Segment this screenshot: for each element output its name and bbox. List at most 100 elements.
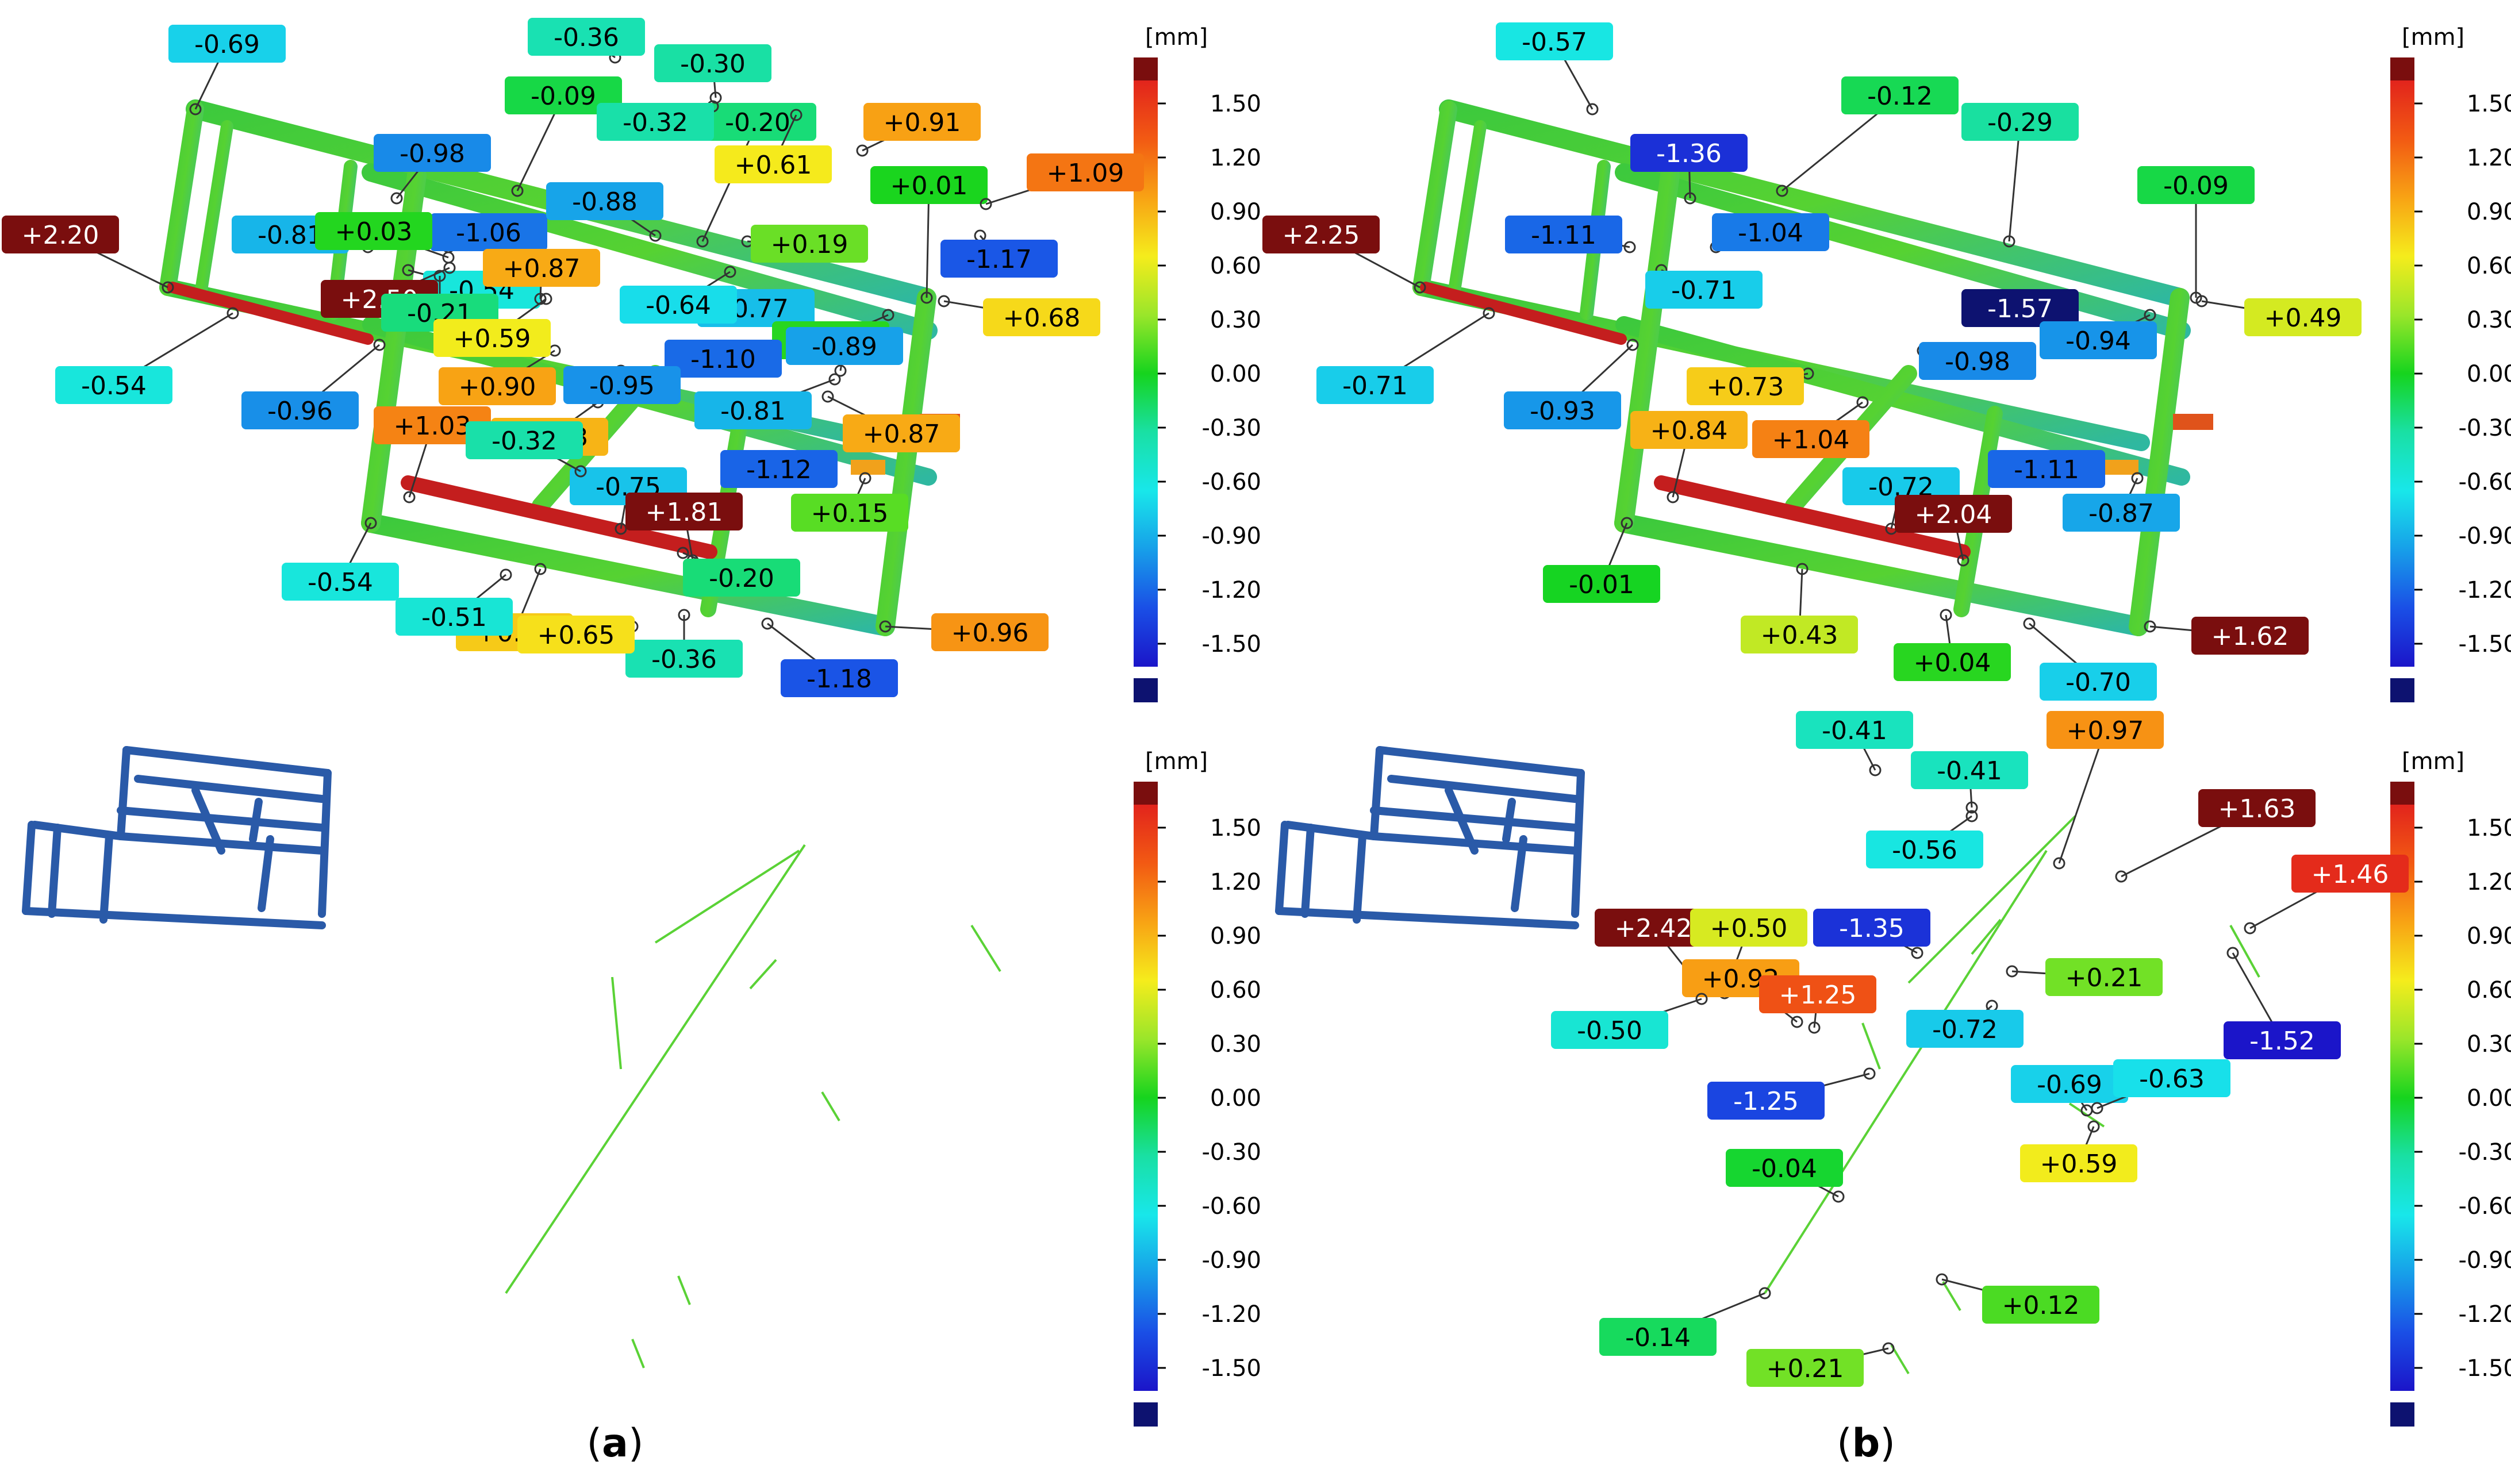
measure-point-marker	[1695, 993, 1708, 1005]
scale-tick-label: 0.30	[2467, 1031, 2511, 1058]
scale-unit-label: [mm]	[1145, 748, 1208, 775]
deviation-callout-value: -0.14	[1625, 1323, 1691, 1352]
deviation-callout-box	[1595, 909, 1712, 947]
deviation-callout-value: +0.50	[1710, 914, 1788, 943]
deviation-callout-box	[2291, 855, 2409, 893]
measure-point-marker	[403, 491, 416, 503]
deviation-callout-value: +0.97	[2067, 716, 2144, 745]
measure-point-marker	[2144, 309, 2156, 321]
deviation-callout-box	[1505, 216, 1622, 253]
caption-b-letter: b	[1852, 1421, 1880, 1466]
deviation-callout-box	[2040, 663, 2157, 701]
deviation-callout-box	[1919, 342, 2036, 380]
caption-b: (b)	[1837, 1421, 1895, 1466]
deviation-callout-box	[1543, 565, 1660, 603]
scale-overflow-high-swatch	[1134, 57, 1158, 82]
deviation-callout-value: -0.54	[81, 371, 147, 401]
frame-model-3d	[1412, 99, 2213, 636]
deviation-callout-value: +1.46	[2312, 860, 2389, 889]
deviation-callout-box	[1982, 1286, 2099, 1324]
deviation-callout-value: -0.96	[267, 397, 333, 426]
scale-tick-label: -0.30	[1202, 415, 1262, 441]
scale-tick-label: -0.60	[1202, 469, 1262, 495]
deviation-callout-box	[466, 421, 583, 459]
deviation-callout-box	[1599, 1318, 1717, 1356]
panel-b: [mm]1.501.200.900.600.300.00-0.30-0.60-0…	[1262, 22, 2511, 1427]
measure-point-marker	[1940, 609, 1952, 621]
deviation-callout-box	[720, 450, 838, 488]
deviation-callout-value: -1.11	[1531, 221, 1596, 250]
deviation-callout-box	[863, 103, 981, 141]
deviation-callout-box	[620, 286, 737, 324]
deviation-callout-box	[665, 340, 782, 378]
measure-point-marker	[1483, 307, 1495, 320]
scale-tick-label: -0.90	[1202, 1247, 1262, 1274]
section-cut-lines	[505, 844, 1001, 1368]
scale-tick-label: -0.30	[2459, 1139, 2511, 1166]
deviation-callout-value: -1.57	[1987, 294, 2053, 324]
deviation-callout-box	[1866, 831, 1983, 868]
deviation-callout-value: -0.72	[1932, 1015, 1998, 1044]
measure-point-marker	[1911, 947, 1923, 959]
deviation-callout-box	[2137, 166, 2255, 204]
deviation-callout-value: -0.95	[589, 371, 655, 401]
deviation-callout-value: -0.41	[1937, 756, 2002, 786]
measure-point-marker	[856, 144, 869, 157]
scale-tick-label: 0.00	[1210, 361, 1261, 387]
measure-point-marker	[189, 103, 202, 116]
callout-leader-line	[2058, 729, 2106, 864]
scale-tick-label: 0.30	[1210, 1031, 1261, 1058]
scale-tick-label: 1.50	[2467, 815, 2511, 841]
deviation-callout-box	[1645, 271, 1763, 309]
measure-point-marker	[534, 563, 547, 575]
deviation-callout-box	[1027, 153, 1144, 191]
deviation-callout-value: +1.62	[2211, 622, 2289, 651]
scale-tick-label: 0.30	[2467, 307, 2511, 333]
scale-tick-label: 0.60	[2467, 977, 2511, 1004]
deviation-callout-value: -1.04	[1738, 218, 1803, 248]
deviation-callout-box	[1316, 366, 1434, 404]
measure-point-marker	[500, 568, 512, 581]
deviation-callout-box	[2020, 1144, 2137, 1182]
deviation-callout-box	[654, 44, 771, 82]
deviation-callout-box	[2113, 1059, 2230, 1097]
deviation-callout-value: -0.63	[2139, 1064, 2205, 1094]
callout-leader-line	[2008, 121, 2021, 242]
measure-point-marker	[1586, 103, 1599, 116]
measure-point-marker	[390, 192, 403, 205]
measure-point-marker	[2244, 922, 2256, 935]
deviation-callout-value: +2.20	[22, 221, 99, 250]
deviation-callout-value: +0.15	[811, 499, 889, 528]
measure-point-marker	[226, 307, 239, 320]
deviation-callout-box	[483, 249, 600, 287]
deviation-callout-box	[2040, 321, 2157, 359]
deviation-callout-value: -0.64	[646, 291, 711, 320]
measure-point-marker	[859, 472, 871, 485]
scale-unit-label: [mm]	[1145, 24, 1208, 51]
deviation-callout-box	[563, 366, 681, 404]
scale-tick-label: -0.60	[2459, 1193, 2511, 1220]
measure-point-marker	[821, 390, 834, 403]
deviation-callout-box	[870, 166, 988, 204]
measure-point-marker	[879, 620, 892, 633]
measure-point-marker	[443, 262, 456, 274]
panel-a-view-2: [mm]1.501.200.900.600.300.00-0.30-0.60-0…	[315, 18, 1261, 1427]
measure-point-marker	[1832, 1190, 1845, 1203]
scale-overflow-low-swatch	[2390, 1402, 2414, 1427]
deviation-callout-box	[781, 659, 898, 697]
frame-mini-overview	[22, 746, 332, 929]
deviation-callout-value: -0.29	[1987, 108, 2053, 137]
measure-point-marker	[1414, 281, 1426, 294]
measure-point-marker	[1856, 396, 1869, 409]
scale-tick-label: -1.20	[2459, 1301, 2511, 1328]
deviation-callout-value: +0.90	[459, 372, 536, 402]
deviation-callout-box	[517, 616, 635, 653]
panel-b-view-2: [mm]1.501.200.900.600.300.00-0.30-0.60-0…	[1551, 711, 2511, 1427]
deviation-callout-value: -1.35	[1839, 914, 1905, 943]
scale-gradient-bar	[2390, 80, 2414, 667]
deviation-callout-box	[374, 406, 491, 444]
measure-point-marker	[162, 281, 174, 294]
caption-b-open-paren: (	[1837, 1421, 1852, 1466]
deviation-callout-box	[625, 640, 743, 678]
deviation-callout-value: -0.70	[2065, 668, 2131, 697]
